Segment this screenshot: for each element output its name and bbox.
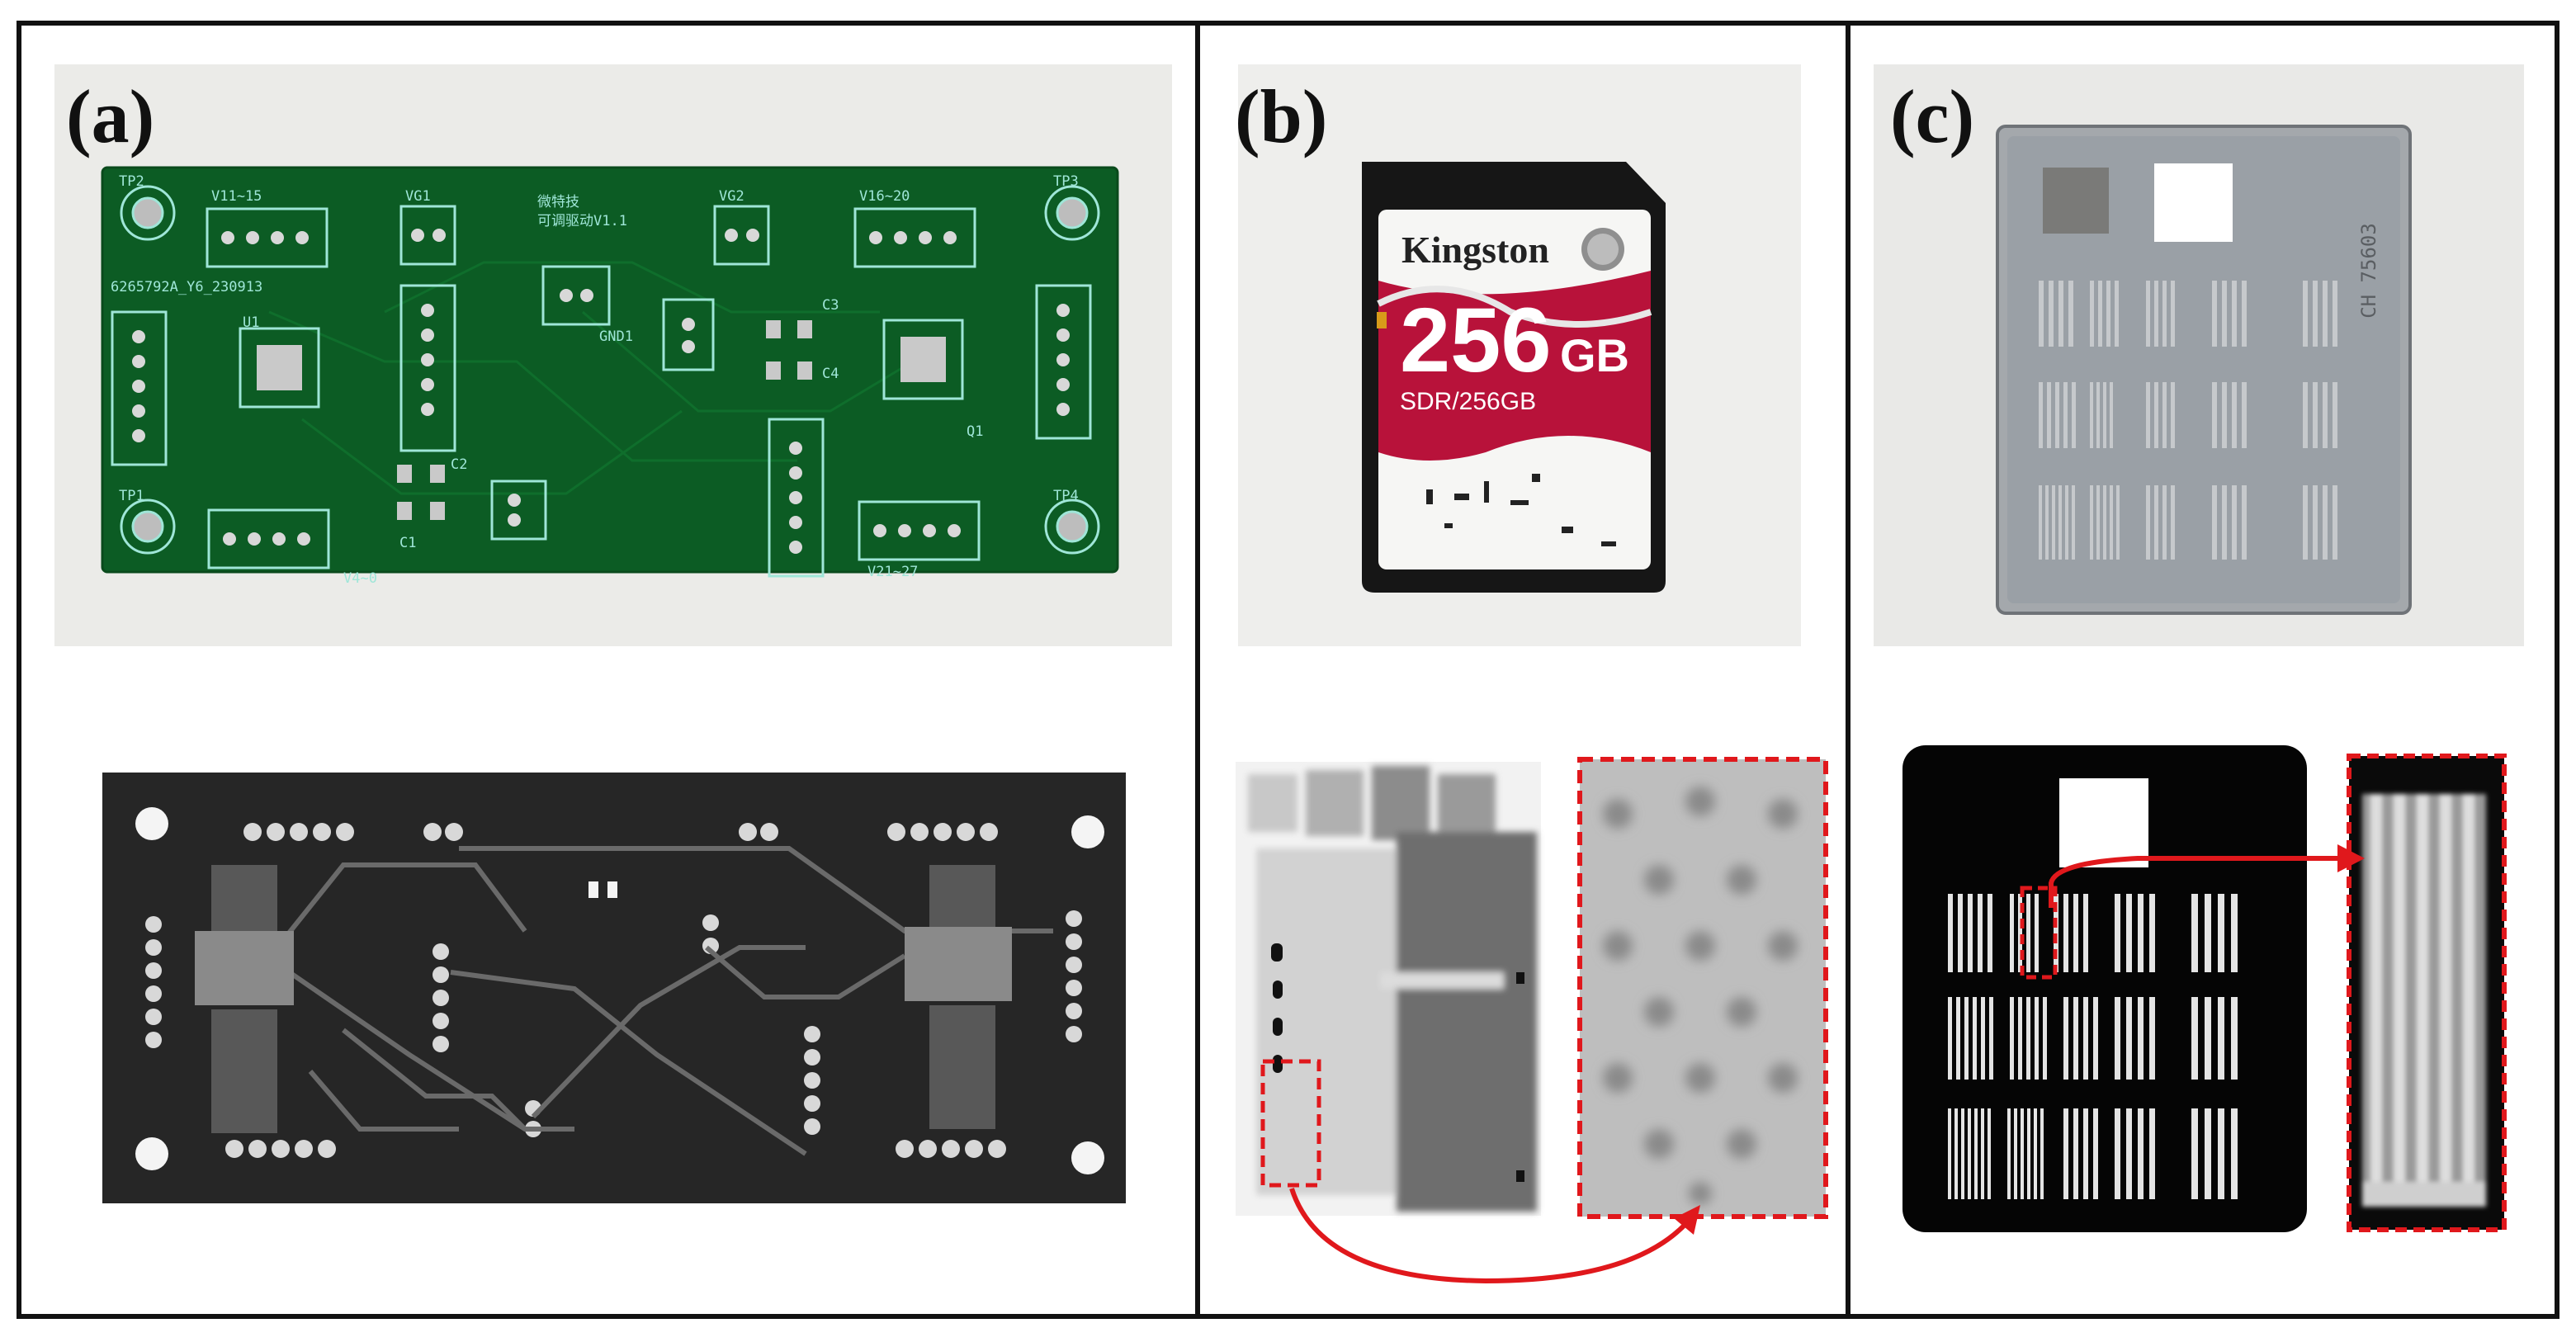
resolution-target-xray-image — [1898, 741, 2311, 1236]
resolution-target-photo: CH 75603 — [1874, 64, 2524, 646]
sd-capacity-number: 256 — [1400, 290, 1552, 391]
silk-tp3: TP3 — [1053, 173, 1079, 190]
sd-card-photo: Kingston 256 GB SDR/256GB — [1238, 64, 1801, 646]
resolution-target-xray-zoom — [2346, 753, 2507, 1233]
zoom-arrow-b — [1289, 1188, 1700, 1284]
figure-frame — [17, 21, 2559, 1319]
sd-capacity-unit: GB — [1560, 329, 1629, 381]
silk-v11-15: V11~15 — [211, 188, 262, 205]
panel-label-c: (c) — [1890, 74, 1975, 158]
panel-divider — [1195, 21, 1200, 1319]
silk-q1: Q1 — [967, 423, 983, 440]
silk-c3: C3 — [822, 297, 839, 314]
silk-vg2: VG2 — [719, 188, 744, 205]
silk-v4-0: V4~0 — [343, 570, 377, 587]
pcb-photo: 6265792A_Y6_230913 微特技 可调驱动V1.1 TP2 TP3 … — [54, 64, 1172, 646]
silk-c1: C1 — [399, 535, 416, 551]
pcb-title-line1: 微特技 — [537, 194, 579, 210]
sd-card-xray-zoom — [1576, 756, 1829, 1220]
silk-v21-27: V21~27 — [867, 564, 918, 580]
silk-c2: C2 — [451, 456, 467, 473]
pcb-title-line2: 可调驱动V1.1 — [537, 213, 627, 229]
silk-vg1: VG1 — [405, 188, 431, 205]
silk-u1: U1 — [243, 314, 259, 331]
panel-divider — [1846, 21, 1850, 1319]
silk-tp1: TP1 — [119, 488, 144, 504]
sd-model: SDR/256GB — [1400, 388, 1536, 415]
pcb-xray-image — [63, 741, 1164, 1232]
zoom-arrow-c — [2049, 844, 2365, 908]
silk-tp2: TP2 — [119, 173, 144, 190]
panel-label-b: (b) — [1235, 74, 1328, 158]
silk-gnd1: GND1 — [599, 328, 633, 345]
silk-tp4: TP4 — [1053, 488, 1079, 504]
silk-v16-20: V16~20 — [859, 188, 910, 205]
panel-label-a: (a) — [66, 74, 155, 158]
target-code: CH 75603 — [2357, 223, 2380, 319]
pcb-board-id: 6265792A_Y6_230913 — [111, 279, 262, 295]
sd-brand: Kingston — [1401, 229, 1549, 271]
sd-card-xray-image — [1231, 758, 1545, 1220]
silk-c4: C4 — [822, 366, 839, 382]
